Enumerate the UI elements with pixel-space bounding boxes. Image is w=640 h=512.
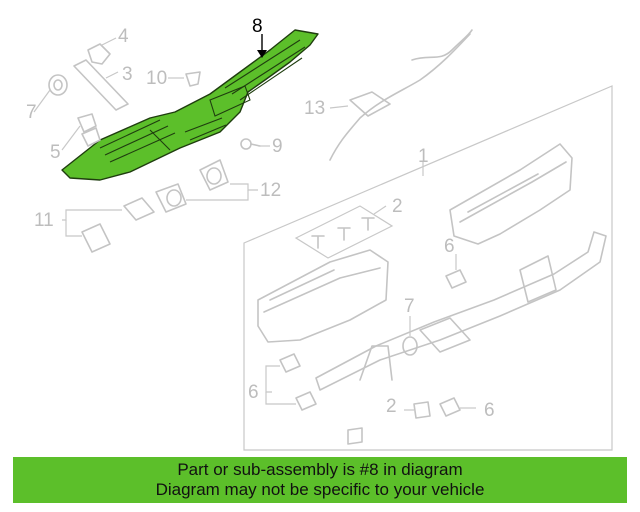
callout-9: 9 <box>272 136 283 157</box>
callout-2: 2 <box>392 196 403 217</box>
bumper-right-half[interactable] <box>449 143 573 245</box>
leader-lines <box>33 34 476 411</box>
parts-diagram: 1 2 2 3 4 5 6 6 6 7 7 8 9 10 11 12 13 <box>26 16 613 451</box>
part-10-push-pin[interactable] <box>185 71 201 87</box>
callout-1: 1 <box>418 146 429 167</box>
callout-5: 5 <box>50 142 61 163</box>
callout-6-b: 6 <box>248 382 259 403</box>
callout-4: 4 <box>118 26 129 47</box>
part-5-clips[interactable] <box>77 113 101 147</box>
callout-10: 10 <box>146 68 167 89</box>
part-13-wiring-harness[interactable] <box>329 29 473 161</box>
part-11-sensors[interactable] <box>81 197 155 253</box>
part-8-step-pad[interactable] <box>61 29 319 181</box>
callout-13: 13 <box>304 98 325 119</box>
part-2-bolt-loose[interactable] <box>347 401 431 445</box>
part-12-sensor-brackets[interactable] <box>155 159 229 213</box>
part-2-bolts[interactable] <box>294 205 394 259</box>
callout-8: 8 <box>252 16 263 37</box>
callout-6-a: 6 <box>444 236 455 257</box>
part-info-banner: Part or sub-assembly is #8 in diagram Di… <box>13 457 627 503</box>
callout-3: 3 <box>122 64 133 85</box>
callout-7-a: 7 <box>26 102 37 123</box>
callout-11: 11 <box>34 210 54 231</box>
banner-line-2: Diagram may not be specific to your vehi… <box>155 480 485 499</box>
bumper-frame[interactable] <box>315 231 607 391</box>
banner-line-1: Part or sub-assembly is #8 in diagram <box>177 460 463 479</box>
callout-7-b: 7 <box>404 296 415 317</box>
part-6-nuts[interactable] <box>279 269 467 417</box>
bumper-left-half[interactable] <box>257 249 389 343</box>
part-4-bracket[interactable] <box>87 43 111 65</box>
callout-12: 12 <box>260 180 281 201</box>
part-7-grommet[interactable] <box>48 74 68 96</box>
callout-2-lower: 2 <box>386 396 397 417</box>
part-7-grommet-right[interactable] <box>402 336 418 356</box>
part-9-bolt[interactable] <box>240 138 261 150</box>
bumper-assembly-frame <box>243 85 613 451</box>
callout-6-c: 6 <box>484 400 495 421</box>
part-3-strip[interactable] <box>73 59 129 111</box>
